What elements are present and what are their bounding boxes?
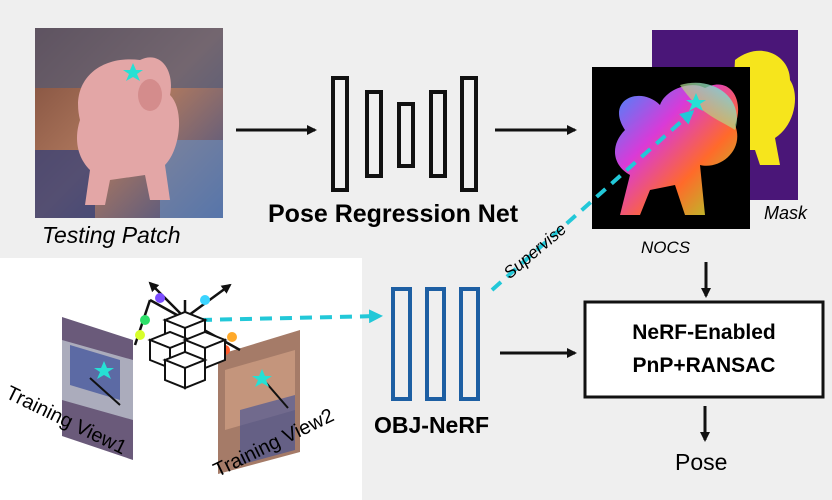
pose-regression-net-label: Pose Regression Net xyxy=(268,200,519,228)
pnp-ransac-line1: NeRF-Enabled xyxy=(632,321,776,344)
training-view2-image xyxy=(218,330,300,474)
mask-label: Mask xyxy=(764,203,808,223)
pose-regression-net-icon xyxy=(331,76,478,192)
pnp-ransac-line2: PnP+RANSAC xyxy=(632,354,776,377)
pnp-ransac-box xyxy=(583,300,825,399)
testing-patch-label: Testing Patch xyxy=(42,222,181,248)
nocs-label: NOCS xyxy=(641,238,691,257)
obj-nerf-label: OBJ-NeRF xyxy=(374,412,490,438)
nocs-image xyxy=(592,67,750,229)
star-icon xyxy=(94,361,114,379)
star-icon xyxy=(123,63,143,81)
supervise-arrow xyxy=(490,110,695,292)
testing-patch-image xyxy=(35,28,223,218)
training-view1-image xyxy=(62,317,133,460)
star-icon xyxy=(686,93,706,111)
pose-label: Pose xyxy=(675,449,728,475)
cube-stack-icon xyxy=(147,310,228,390)
star-icon xyxy=(252,369,272,387)
obj-nerf-icon xyxy=(391,287,480,401)
cube-to-nerf-arrow xyxy=(199,309,383,324)
